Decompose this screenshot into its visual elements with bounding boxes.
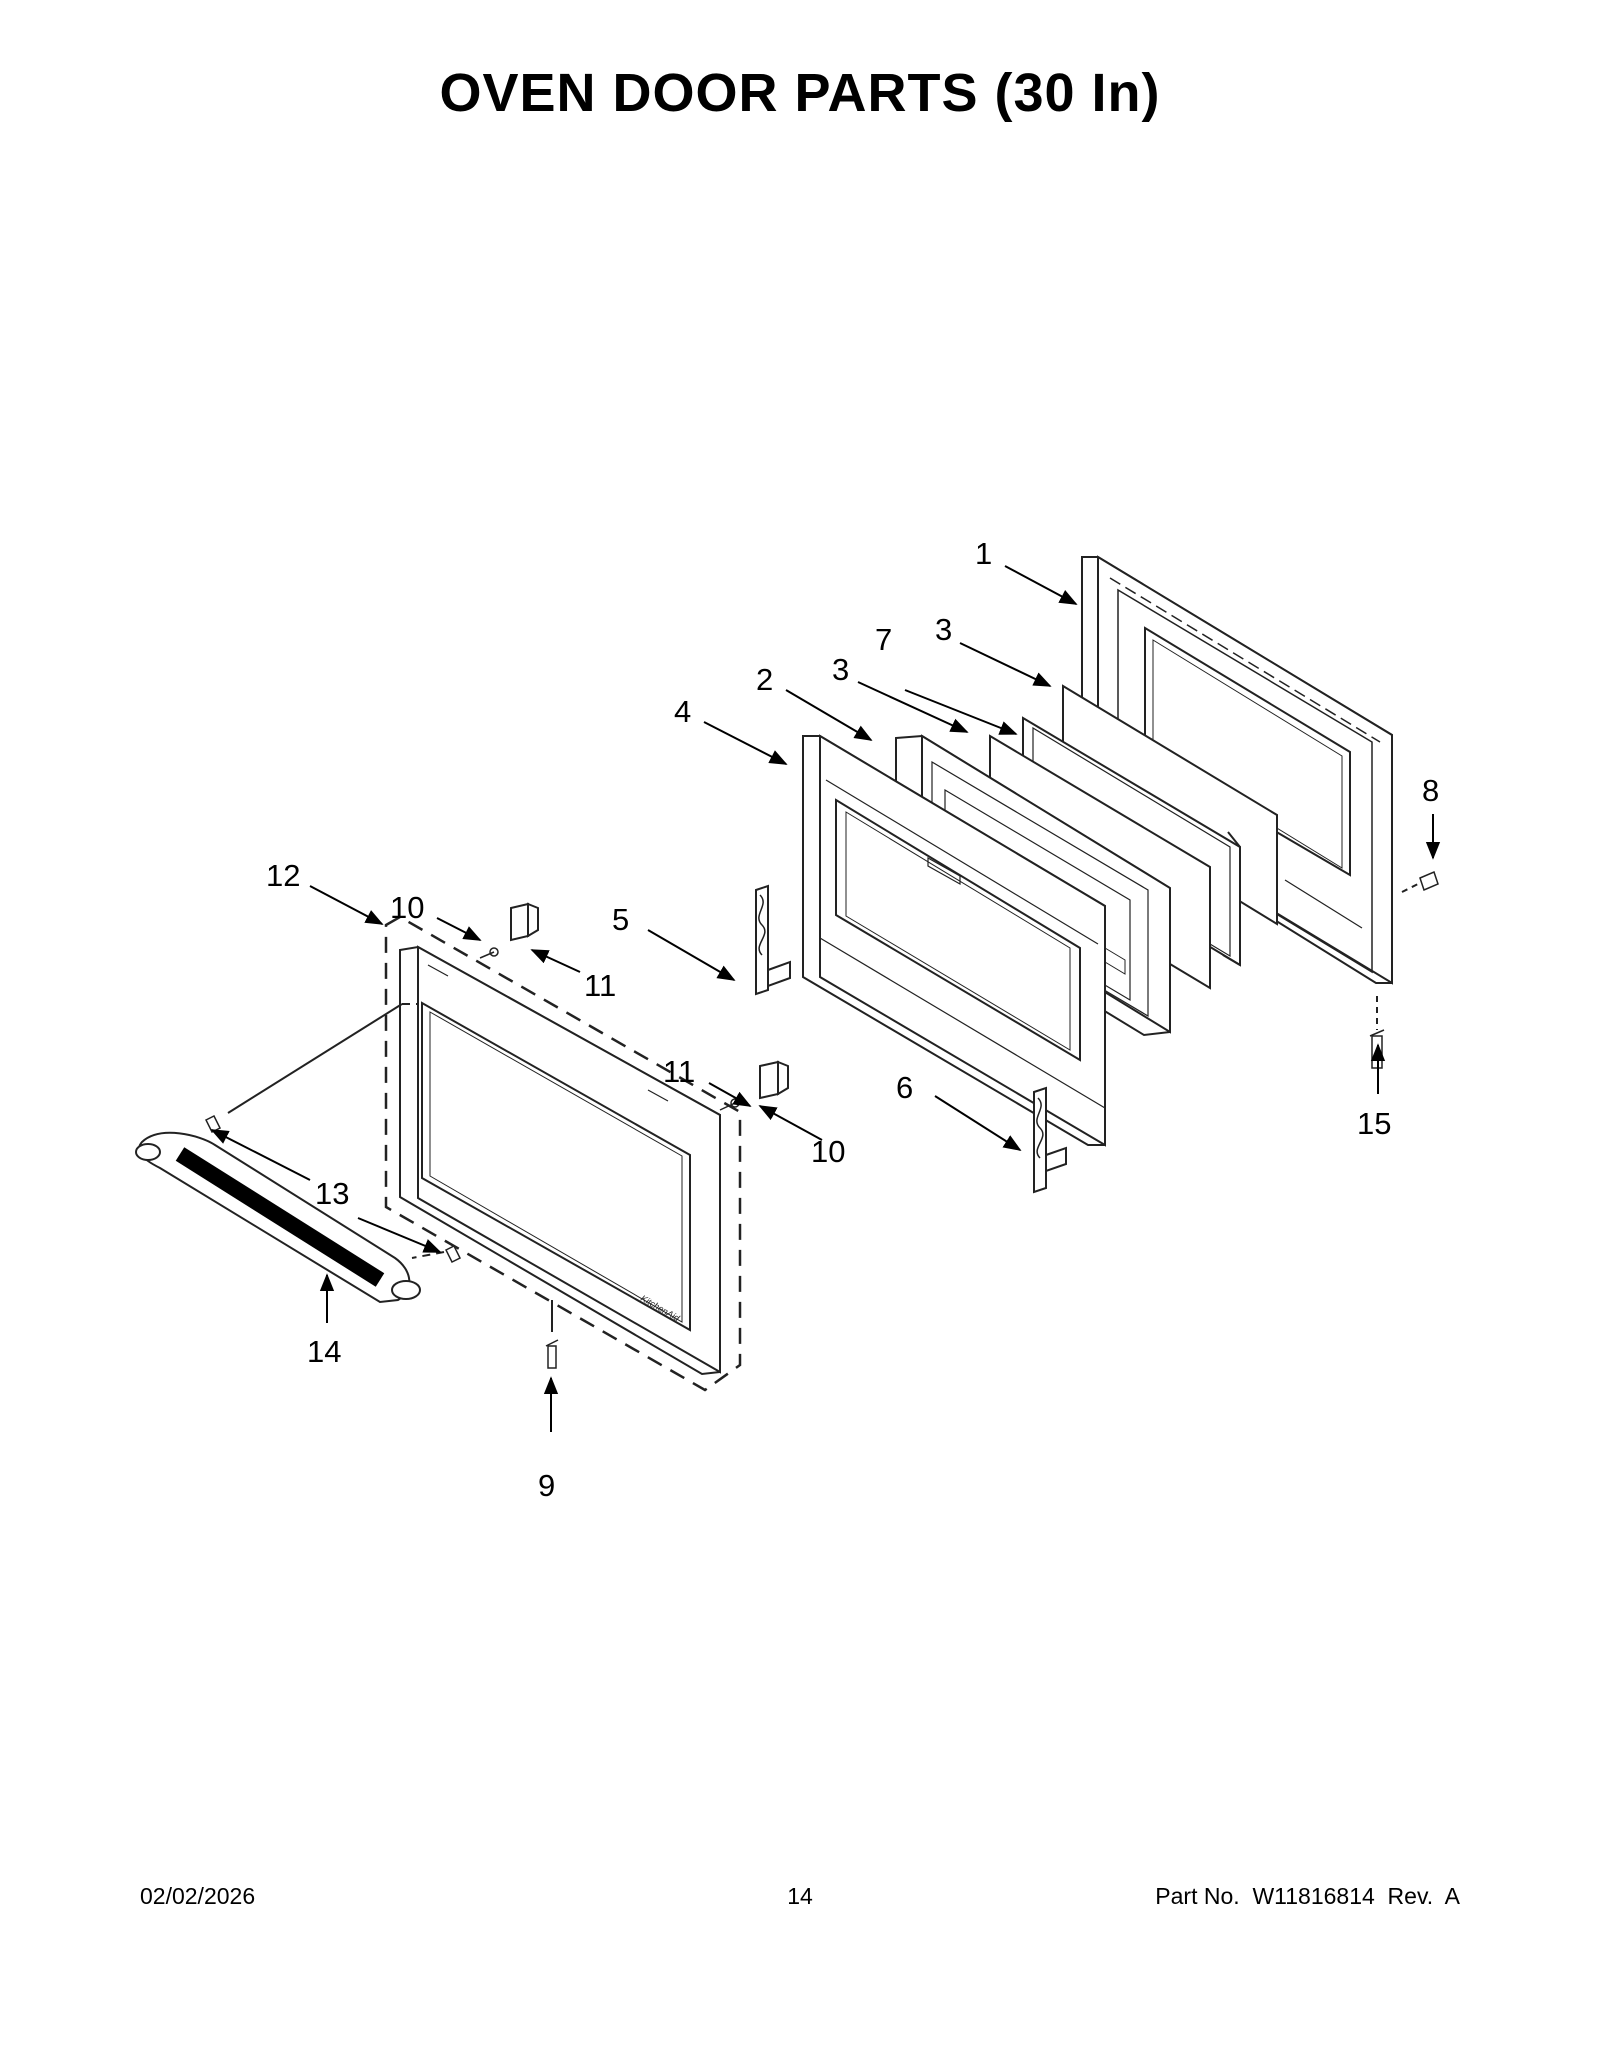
part-number-label: Part No. W11816814 Rev. A <box>1155 1883 1460 1909</box>
part-12-outer-door: KitchenAid <box>399 945 721 1376</box>
callout-9: 9 <box>538 1468 555 1503</box>
callout-12: 12 <box>266 858 300 893</box>
part-1-inner-door-panel <box>1081 555 1393 985</box>
footer-page-number: 14 <box>787 1883 813 1909</box>
callout-13: 13 <box>315 1176 349 1211</box>
part-11-hinge-receiver-left <box>510 902 539 942</box>
callout-6: 6 <box>896 1070 913 1105</box>
callout-3-rear: 3 <box>935 612 952 647</box>
footer-date: 02/02/2026 <box>140 1883 256 1909</box>
callout-15: 15 <box>1357 1106 1391 1141</box>
part-8-screw <box>1419 870 1439 892</box>
callout-10-left: 10 <box>390 890 424 925</box>
part-10-screw-left <box>479 947 499 959</box>
footer-part-number: Part No. W11816814 Rev. A <box>1155 1883 1460 1910</box>
callout-arrows <box>210 565 1441 1432</box>
part-11-hinge-receiver-right <box>759 1060 789 1100</box>
callout-11-right: 11 <box>663 1054 695 1089</box>
callout-8: 8 <box>1422 773 1439 808</box>
part-13-handle-stud-left <box>204 1114 222 1134</box>
callout-10-right: 10 <box>811 1134 845 1169</box>
part-6-hinge <box>1033 1086 1067 1194</box>
part-9-screw <box>545 1339 559 1369</box>
callout-11-left: 11 <box>584 968 616 1003</box>
part-4-inner-frame <box>802 734 1106 1147</box>
callout-7: 7 <box>875 622 892 657</box>
callout-14: 14 <box>307 1334 341 1369</box>
callout-4: 4 <box>674 694 691 729</box>
callout-2: 2 <box>756 662 773 697</box>
part-5-hinge <box>755 884 791 996</box>
callout-1: 1 <box>975 536 992 571</box>
part-14-handle <box>135 1131 421 1304</box>
page-title: OVEN DOOR PARTS (30 In) <box>439 63 1161 123</box>
connector-lines <box>227 883 1419 1332</box>
part-13-handle-stud-right <box>444 1244 462 1264</box>
callout-5: 5 <box>612 902 629 937</box>
assembly-boundary <box>384 915 742 1392</box>
callout-3-front: 3 <box>832 652 849 687</box>
part-10-screw-right <box>719 1098 740 1111</box>
callouts: 1 3 7 3 2 4 8 5 12 10 11 11 6 10 15 13 1… <box>266 536 1439 1503</box>
